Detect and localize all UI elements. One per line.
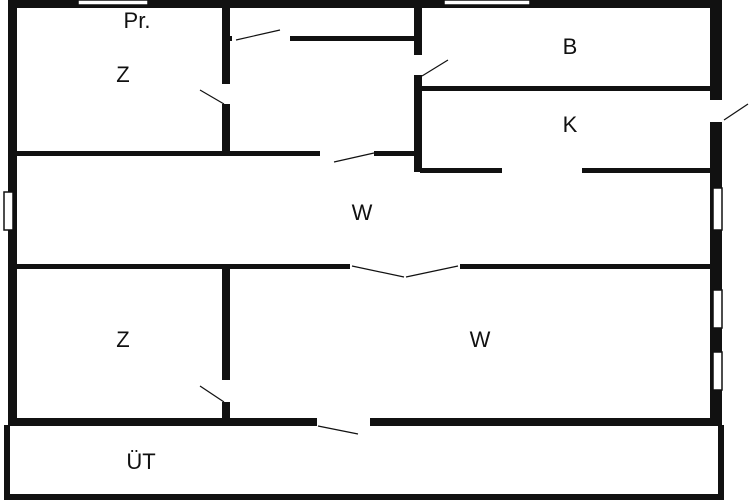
room-label-pantry: Pr. [124, 8, 151, 33]
room-labels: Pr. Z B K W Z W ÜT [116, 8, 577, 474]
room-label-kitchen: K [563, 112, 578, 137]
room-label-bathroom: B [563, 34, 578, 59]
room-label-living-room: W [470, 327, 491, 352]
room-label-room-bottom-left: Z [116, 327, 129, 352]
room-label-terrace: ÜT [126, 449, 155, 474]
door-swings [199, 29, 749, 435]
windows [3, 0, 723, 391]
door-openings [221, 35, 724, 427]
room-label-room-top-left: Z [116, 62, 129, 87]
room-label-hall: W [352, 200, 373, 225]
